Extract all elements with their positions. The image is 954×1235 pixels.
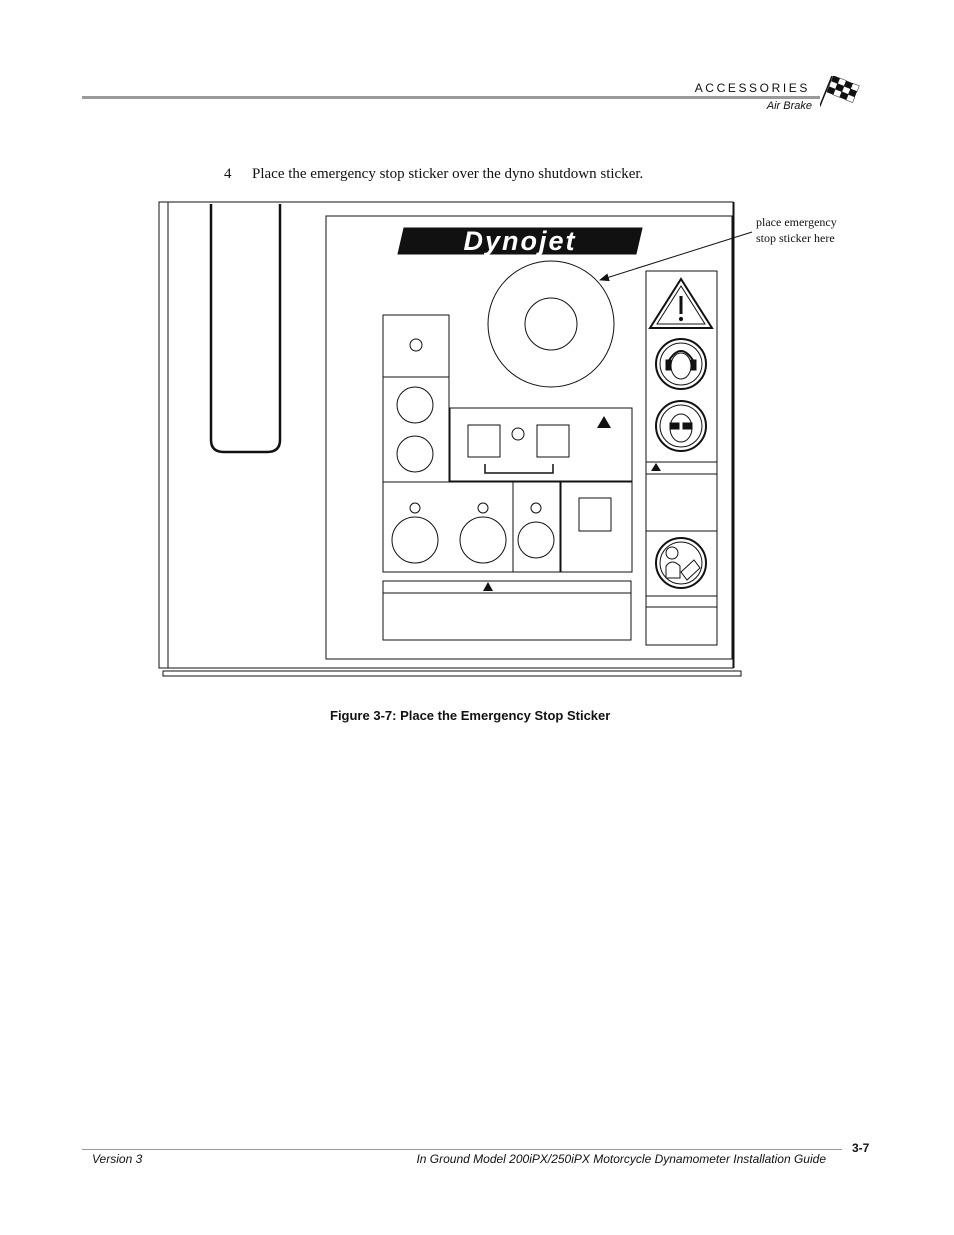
logo-banner <box>397 227 643 255</box>
page-number: 3-7 <box>852 1141 870 1155</box>
callout-label: place emergency stop sticker here <box>756 214 837 246</box>
warning-triangle-icon <box>651 463 661 471</box>
ear-protection-icon <box>655 338 707 390</box>
header-section-title: ACCESSORIES <box>694 81 810 95</box>
step-text: Place the emergency stop sticker over th… <box>252 166 644 182</box>
header-subsection: Air Brake <box>766 100 812 112</box>
footer-version: Version 3 <box>92 1152 143 1166</box>
button-box-single <box>512 481 561 573</box>
warning-triangle-icon <box>597 416 611 428</box>
checkered-flag-icon <box>820 76 860 107</box>
handle-slot <box>209 204 282 454</box>
cabinet-base <box>162 670 742 677</box>
footer-document-title: In Ground Model 200iPX/250iPX Motorcycle… <box>416 1152 826 1166</box>
warning-triangle-icon <box>483 582 493 591</box>
switch-box <box>449 407 633 482</box>
callout-line-2: stop sticker here <box>756 231 835 245</box>
callout-arrow <box>599 231 753 282</box>
dynojet-logo: Dynojet <box>463 226 576 256</box>
callout-line-1: place emergency <box>756 215 837 229</box>
button-box-upper <box>382 376 450 483</box>
eye-protection-icon <box>655 400 707 452</box>
safety-label-column <box>645 270 718 646</box>
control-panel-illustration: Dynojet <box>158 201 753 677</box>
emergency-stop-sticker-area <box>487 260 615 388</box>
instruction-step: 4 Place the emergency stop sticker over t… <box>224 166 643 183</box>
emergency-stop-button <box>524 297 578 351</box>
connector-box <box>560 481 633 573</box>
footer-rule <box>82 1149 842 1150</box>
warning-label <box>382 580 632 641</box>
indicator-box <box>382 314 450 378</box>
figure-caption: Figure 3-7: Place the Emergency Stop Sti… <box>330 708 611 723</box>
header-rule <box>82 96 820 99</box>
read-manual-icon <box>655 537 707 589</box>
step-number: 4 <box>224 166 232 182</box>
button-box-lower <box>382 481 514 573</box>
control-panel <box>325 215 733 660</box>
caution-triangle-icon <box>648 277 714 329</box>
cabinet-outline <box>158 201 734 669</box>
